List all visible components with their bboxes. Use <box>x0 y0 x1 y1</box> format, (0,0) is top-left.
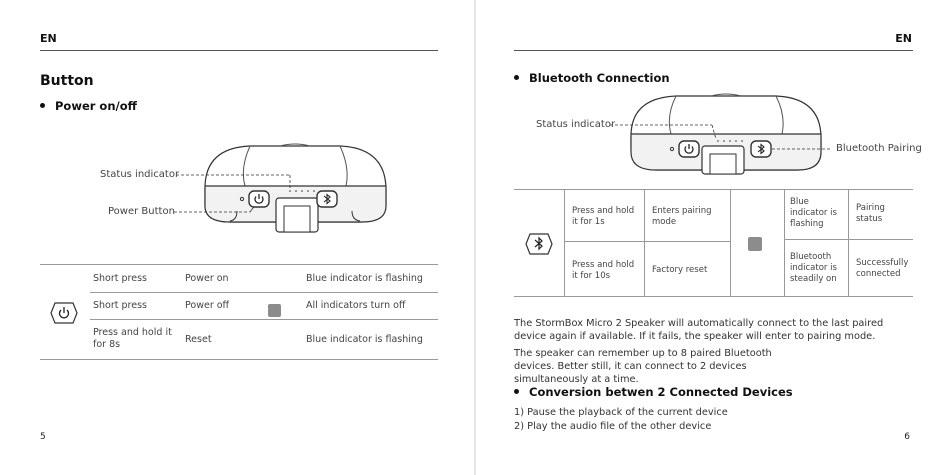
speaker-illustration <box>174 143 387 233</box>
paragraph: The speaker can remember up to 8 paired … <box>514 348 772 385</box>
page-right: EN Bluetooth Connection Status indicator… <box>476 0 950 475</box>
section-heading-bluetooth: Bluetooth Connection <box>514 71 670 85</box>
power-icon <box>678 140 700 158</box>
table-divider <box>564 189 565 296</box>
table-cell: Short press <box>93 273 147 284</box>
table-cell: Press and hold it for 8s <box>93 327 172 350</box>
table-rule-bottom <box>40 359 438 360</box>
list-item: 2) Play the audio file of the other devi… <box>514 421 712 432</box>
table-divider <box>644 189 645 296</box>
table-cell: Bluetooth indicator is steadily on <box>790 252 837 284</box>
table-rule-top <box>514 189 913 190</box>
indicator-square <box>748 237 762 251</box>
page-number: 5 <box>40 432 46 442</box>
section-heading-text: Conversion betwen 2 Connected Devices <box>529 385 793 399</box>
table-cell: All indicators turn off <box>306 300 406 311</box>
table-cell: Blue indicator is flashing <box>306 334 423 345</box>
power-icon <box>50 302 78 324</box>
page-number: 6 <box>904 432 910 442</box>
table-divider <box>784 189 785 296</box>
language-label: EN <box>40 32 57 45</box>
header-rule <box>40 50 438 51</box>
list-item: 1) Pause the playback of the current dev… <box>514 407 728 418</box>
table-cell: Power on <box>185 273 229 284</box>
table-cell: Blue indicator is flashing <box>306 273 423 284</box>
table-rule <box>90 319 438 320</box>
table-rule <box>564 241 730 242</box>
page-gutter <box>474 0 476 475</box>
section-heading-text: Power on/off <box>55 99 137 113</box>
table-cell: Press and hold it for 1s <box>572 206 635 227</box>
indicator-square <box>268 304 281 317</box>
table-cell: Enters pairing mode <box>652 206 712 227</box>
table-rule-top <box>40 264 438 265</box>
page-title: Button <box>40 73 94 89</box>
bluetooth-icon <box>750 140 772 158</box>
bluetooth-icon <box>316 190 338 208</box>
label-status-indicator: Status indicator <box>536 119 616 130</box>
table-cell: Pairing status <box>856 203 885 224</box>
table-rule <box>90 292 438 293</box>
table-cell: Reset <box>185 334 212 345</box>
paragraph: The StormBox Micro 2 Speaker will automa… <box>514 318 884 342</box>
label-status-indicator: Status indicator <box>100 169 180 180</box>
label-bluetooth-pairing: Bluetooth Pairing <box>836 143 922 154</box>
table-cell: Short press <box>93 300 147 311</box>
table-cell: Factory reset <box>652 265 708 275</box>
table-divider <box>848 189 849 296</box>
table-cell: Power off <box>185 300 230 311</box>
language-label: EN <box>895 32 912 45</box>
section-heading-text: Bluetooth Connection <box>529 71 670 85</box>
table-divider <box>730 189 731 296</box>
table-cell: Blue indicator is flashing <box>790 197 837 229</box>
section-heading-conversion: Conversion betwen 2 Connected Devices <box>514 385 793 399</box>
power-icon <box>248 190 270 208</box>
page-left: EN Button Power on/off Status indicator … <box>0 0 474 475</box>
table-cell: Successfully connected <box>856 258 909 279</box>
section-heading-power: Power on/off <box>40 99 137 113</box>
table-rule-bottom <box>514 296 913 297</box>
bluetooth-icon <box>525 233 553 255</box>
header-rule <box>514 50 913 51</box>
label-power-button: Power Button <box>108 206 175 217</box>
table-cell: Press and hold it for 10s <box>572 260 635 281</box>
